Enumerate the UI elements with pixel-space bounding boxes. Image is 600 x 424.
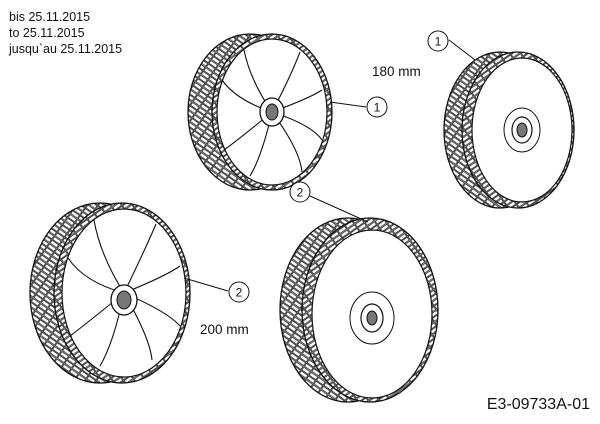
- size-label-200: 200 mm: [200, 322, 249, 337]
- date-line-en: to 25.11.2015: [9, 26, 85, 40]
- date-line-fr: jusqu`au 25.11.2015: [9, 42, 123, 56]
- callout-1-disc-label: 1: [435, 35, 442, 49]
- callout-2-disc-label: 2: [297, 186, 304, 200]
- wheel-spoked-200: [29, 202, 191, 384]
- callout-2-disc: 2: [289, 181, 311, 203]
- callout-2-spoked-label: 2: [236, 286, 243, 300]
- date-note: bis 25.11.2015 to 25.11.2015 jusqu`au 25…: [9, 9, 122, 57]
- callout-2-spoked: 2: [228, 281, 250, 303]
- date-line-de: bis 25.11.2015: [9, 10, 91, 24]
- callout-1-spoked-label: 1: [374, 101, 381, 115]
- callout-1-spoked: 1: [366, 96, 388, 118]
- wheel-spoked-180: [187, 33, 333, 191]
- callout-leaders: [183, 39, 476, 292]
- callout-1-disc: 1: [427, 30, 449, 52]
- wheel-disc-200: [279, 217, 439, 403]
- wheel-disc-180: [443, 51, 575, 209]
- document-code: E3-09733A-01: [486, 396, 590, 413]
- size-label-180: 180 mm: [372, 64, 421, 79]
